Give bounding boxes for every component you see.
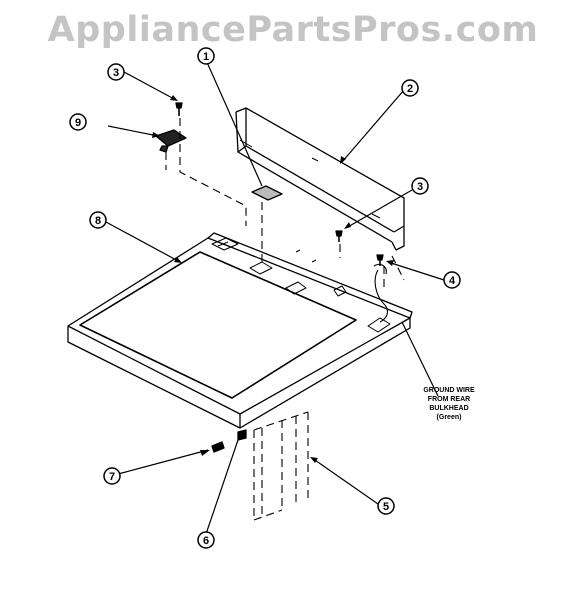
callout-9: 9 — [69, 113, 87, 131]
callout-6-label: 6 — [203, 535, 209, 547]
callout-2: 2 — [401, 79, 419, 97]
callout-3-upper-label: 3 — [113, 67, 119, 79]
hinge-bracket-9 — [155, 129, 187, 153]
callout-4-label: 4 — [449, 275, 456, 287]
screw-3-upper — [175, 102, 183, 116]
label-plate-1 — [251, 185, 283, 201]
ground-wire-note-line-4: (Green) — [436, 414, 462, 421]
callout-3-right-label: 3 — [417, 181, 423, 193]
callout-7: 7 — [103, 467, 121, 485]
callout-8-label: 8 — [95, 215, 101, 227]
arrowheads — [152, 95, 394, 463]
callout-5: 5 — [377, 497, 395, 515]
callout-9-label: 9 — [75, 117, 81, 129]
callout-1-label: 1 — [203, 51, 209, 63]
watermark: AppliancePartsPros.com — [47, 10, 539, 50]
top-lid-assembly — [67, 232, 413, 429]
assembly-lines — [165, 118, 405, 521]
leader-lines — [105, 59, 445, 535]
callout-3-upper: 3 — [107, 63, 125, 81]
callout-5-label: 5 — [383, 501, 389, 513]
screw-3-right — [335, 230, 343, 242]
callout-8: 8 — [89, 211, 107, 229]
callout-1: 1 — [197, 47, 215, 65]
clip-6 — [237, 429, 247, 441]
screw-4 — [376, 254, 384, 266]
ground-wire-note-line-2: FROM REAR — [427, 396, 471, 403]
callout-6: 6 — [197, 531, 215, 549]
callout-2-label: 2 — [407, 83, 413, 95]
ground-wire-note-line-1: GROUND WIRE — [423, 387, 475, 394]
screw-7 — [211, 441, 225, 453]
callout-4: 4 — [443, 271, 461, 289]
ground-wire-note: GROUND WIRE FROM REAR BULKHEAD (Green) — [404, 386, 494, 422]
control-panel — [235, 107, 405, 251]
ground-wire-note-line-3: BULKHEAD — [429, 405, 469, 412]
callout-7-label: 7 — [109, 471, 115, 483]
callout-3-right: 3 — [411, 177, 429, 195]
